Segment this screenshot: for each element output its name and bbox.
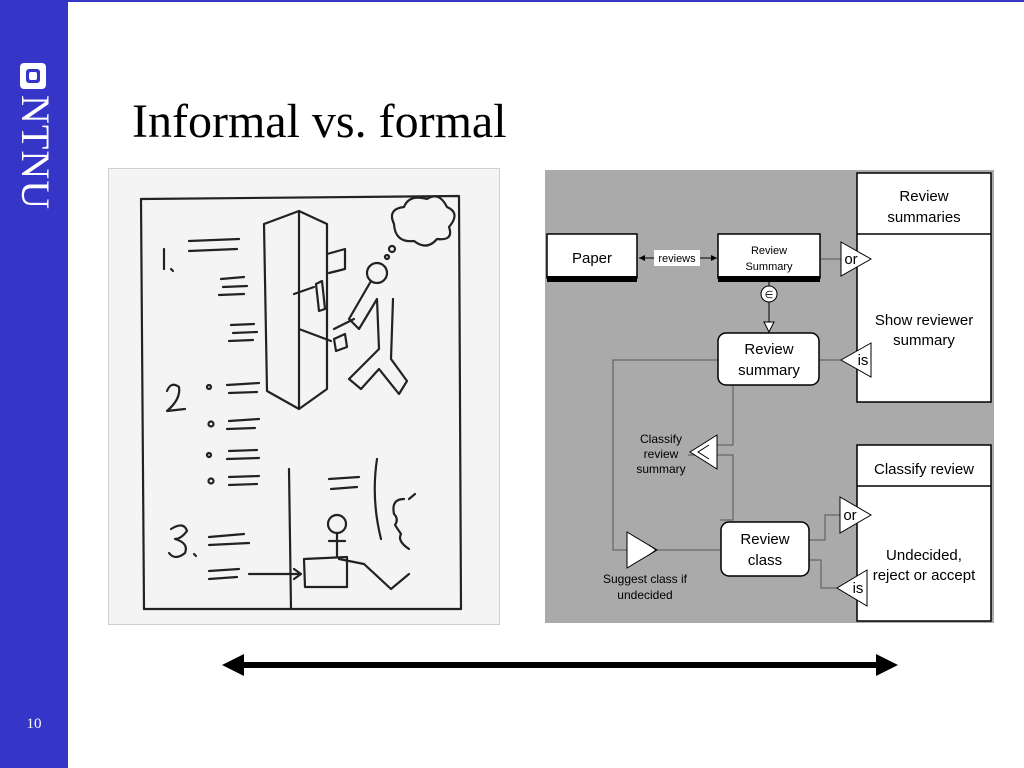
review-summary-view: Review summary — [717, 332, 820, 386]
review-summaries-label-1: Review — [899, 188, 948, 205]
classify-label-2: review — [644, 447, 679, 461]
show-reviewer-label-1: Show reviewer — [875, 312, 973, 329]
review-summary-entity: Review Summary — [717, 233, 821, 282]
or-connector-bottom: or — [839, 496, 872, 534]
is-label-top: is — [858, 352, 869, 369]
suggest-label-1: Suggest class if — [603, 572, 688, 586]
page-number: 10 — [26, 716, 42, 732]
review-class-view: Review class — [720, 521, 810, 577]
or-label-bottom: or — [843, 507, 856, 524]
review-summary-entity-label-2: Summary — [745, 261, 793, 273]
is-connector-top: is — [839, 342, 872, 378]
or-connector-top: or — [840, 241, 873, 277]
is-label-bottom: is — [853, 580, 864, 597]
review-summary-view-label-1: Review — [744, 341, 793, 358]
classify-label-1: Classify — [640, 432, 682, 446]
sidebar: NTNU 10 — [0, 0, 68, 768]
formal-diagram: Review summaries Show reviewer summary C… — [545, 170, 994, 623]
svg-text:NTNU: NTNU — [13, 95, 58, 210]
classify-label-3: summary — [636, 462, 685, 476]
classify-review-label: Classify review — [874, 461, 974, 478]
review-summaries-panel: Review summaries Show reviewer summary — [856, 172, 992, 403]
ntnu-logo-icon — [20, 63, 46, 89]
review-class-label-1: Review — [740, 531, 789, 548]
ntnu-logo-text: NTNU — [13, 95, 58, 210]
informal-sketch — [108, 168, 500, 625]
undecided-label-2: reject or accept — [873, 567, 976, 584]
suggest-class-connector: Suggest class if undecided — [603, 531, 688, 602]
review-summaries-label-2: summaries — [887, 209, 960, 226]
paper-box: Paper — [546, 233, 638, 282]
is-connector-bottom: is — [836, 569, 868, 607]
slide-title: Informal vs. formal — [132, 95, 507, 148]
double-arrow-icon — [222, 654, 898, 676]
review-summary-entity-label-1: Review — [751, 245, 787, 257]
or-label-top: or — [844, 251, 857, 268]
element-of-connector: ∈ — [760, 282, 778, 334]
paper-label: Paper — [572, 250, 612, 267]
element-of-symbol: ∈ — [765, 290, 774, 301]
top-border — [68, 0, 1024, 2]
show-reviewer-label-2: summary — [893, 332, 955, 349]
undecided-label-1: Undecided, — [886, 547, 962, 564]
review-summary-view-label-2: summary — [738, 362, 800, 379]
reviews-label: reviews — [658, 253, 696, 265]
classify-review-panel: Classify review Undecided, reject or acc… — [856, 444, 992, 622]
classify-review-summary-connector: Classify review summary — [636, 432, 718, 476]
suggest-label-2: undecided — [617, 588, 672, 602]
review-class-label-2: class — [748, 552, 782, 569]
reviews-relation: reviews — [639, 250, 717, 266]
